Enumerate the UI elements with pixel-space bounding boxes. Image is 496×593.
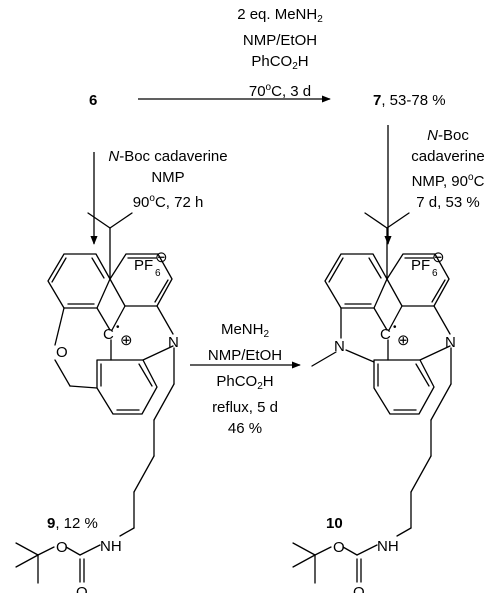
svg-text:⊖: ⊖ [432,249,445,266]
svg-text:PF: PF [134,257,153,274]
c10-ester-oxygen: O [333,539,345,556]
c9-carbonyl-oxygen: O [76,584,88,593]
c10-radical-dot: • [393,322,397,333]
top-conditions: 2 eq. MeNH2 NMP/EtOH PhCO2H 70oC, 3 d [237,6,323,100]
c9-counterion: PF 6 ⊖ [134,249,168,279]
svg-text:6: 6 [432,268,438,279]
c9-oxygen: O [56,344,68,361]
c9-plus-charge: ⊕ [120,332,133,349]
middle-conditions-above: MeNH2 NMP/EtOH [207,321,283,364]
left-conditions: N-Boc cadaverine NMP 90oC, 72 h [108,148,228,211]
compound-10-structure [292,212,452,584]
c10-nitrogen: N [445,334,456,351]
c10-plus-charge: ⊕ [397,332,410,349]
c10-carbonyl-oxygen: O [353,584,365,593]
c9-nh: NH [100,538,122,555]
svg-text:6: 6 [155,268,161,279]
compound-10-label: 10 [326,515,343,532]
c9-radical-dot: • [116,322,120,333]
middle-conditions-below: PhCO2H reflux, 5 d 46 % [212,373,278,437]
svg-text:⊖: ⊖ [155,249,168,266]
c9-nitrogen: N [168,334,179,351]
c10-nh: NH [377,538,399,555]
c10-counterion: PF 6 ⊖ [411,249,445,279]
compound-9-label: 9, 12 % [47,515,98,532]
c10-nitrogen-methyl: N [334,338,345,355]
compound-9-structure [15,212,175,584]
compound-7-label: 7, 53-78 % [373,92,446,109]
c9-carbocation: C [103,326,114,343]
right-conditions: N-Boc cadaverine NMP, 90oC 7 d, 53 % [411,127,485,211]
c9-ester-oxygen: O [56,539,68,556]
svg-text:PF: PF [411,257,430,274]
compound-6-label: 6 [89,92,98,109]
c10-carbocation: C [380,326,391,343]
